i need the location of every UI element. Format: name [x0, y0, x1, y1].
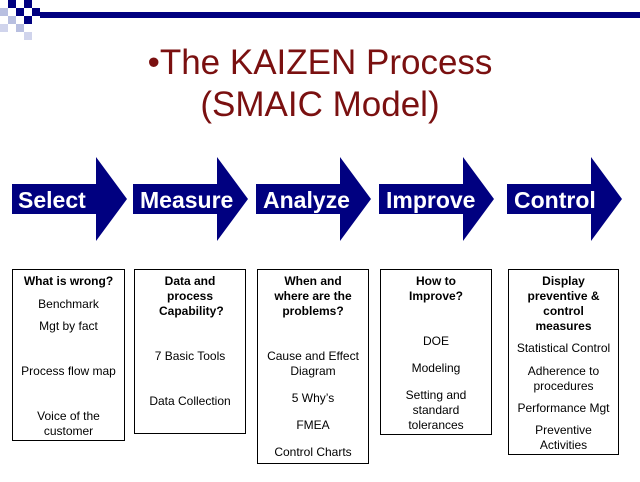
step-item: Voice of the customer	[37, 409, 100, 438]
step-question: How to Improve?	[408, 274, 463, 303]
step-arrow-improve: Improve	[379, 157, 494, 241]
corner-decoration	[0, 0, 640, 40]
step-arrow-control: Control	[507, 157, 622, 241]
step-item: Modeling	[411, 361, 461, 375]
slide-title: •The KAIZEN Process	[147, 43, 493, 82]
step-label: Select	[18, 187, 86, 213]
step-question: Data and process Capability?	[159, 274, 224, 318]
step-item: Adherence to procedures	[527, 364, 600, 393]
step-box-measure: Data and process Capability? 7 Basic Too…	[134, 269, 246, 434]
step-question: Display preventive & control measures	[527, 274, 600, 333]
step-label: Improve	[386, 187, 476, 213]
step-label: Measure	[140, 187, 234, 213]
arrow-shape	[12, 157, 127, 241]
step-item: 7 Basic Tools	[154, 349, 226, 363]
step-item: Data Collection	[149, 394, 231, 408]
arrow-shape	[133, 157, 248, 241]
arrow-shape	[507, 157, 622, 241]
step-box-control: Display preventive & control measures St…	[508, 269, 619, 455]
step-label: Control	[514, 187, 596, 213]
step-item: Statistical Control	[516, 341, 611, 355]
step-arrow-analyze: Analyze	[256, 157, 371, 241]
arrow-shape	[379, 157, 494, 241]
step-item: Process flow map	[21, 364, 116, 378]
step-item: DOE	[422, 334, 449, 348]
step-item: Cause and Effect Diagram	[267, 349, 359, 378]
slide-subtitle: (SMAIC Model)	[200, 85, 440, 124]
step-item: FMEA	[296, 418, 330, 432]
arrow-shape	[256, 157, 371, 241]
step-item: 5 Why’s	[291, 391, 335, 405]
step-item: Control Charts	[274, 445, 352, 459]
step-item: Setting and standard tolerances	[405, 388, 467, 432]
step-box-improve: How to Improve? DOE Modeling Setting and…	[380, 269, 492, 435]
step-question: When and where are the problems?	[274, 274, 352, 318]
step-box-select: What is wrong? Benchmark Mgt by fact Pro…	[12, 269, 125, 441]
step-box-analyze: When and where are the problems? Cause a…	[257, 269, 369, 464]
step-arrow-measure: Measure	[133, 157, 248, 241]
step-question: What is wrong?	[23, 274, 114, 288]
step-item: Mgt by fact	[39, 319, 98, 333]
step-item: Benchmark	[38, 297, 99, 311]
step-arrow-select: Select	[12, 157, 127, 241]
step-label: Analyze	[263, 187, 350, 213]
step-item: Preventive Activities	[535, 423, 592, 452]
step-item: Performance Mgt	[517, 401, 610, 415]
